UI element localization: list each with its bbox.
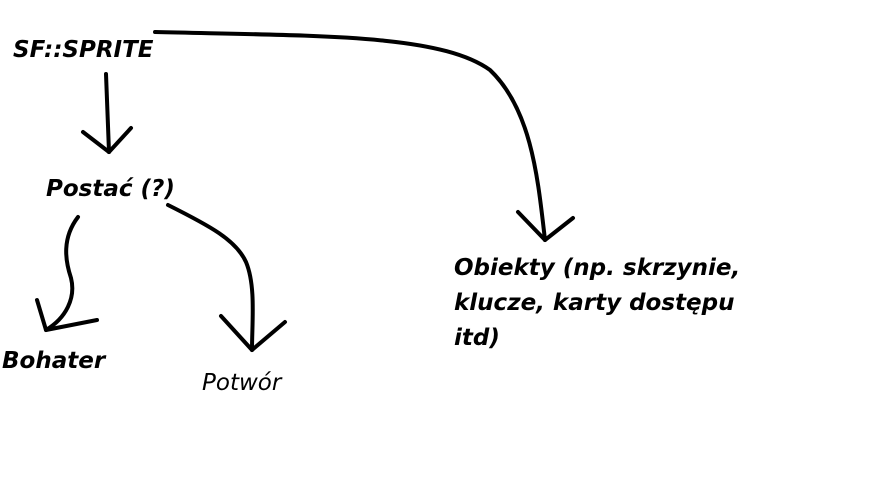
node-obiekty: Obiekty (np. skrzynie, klucze, karty dos… — [454, 251, 740, 356]
arrow-root-to-obiekty-head — [516, 210, 575, 242]
node-obiekty-line-3: itd) — [454, 325, 500, 351]
arrow-root-to-obiekty — [153, 30, 575, 242]
arrow-root-to-postac-head — [81, 126, 133, 154]
arrow-root-to-postac — [81, 72, 133, 154]
arrow-postac-to-potwor-head — [219, 314, 287, 352]
node-sf-sprite: SF::SPRITE — [13, 37, 154, 63]
node-obiekty-line-1: Obiekty (np. skrzynie, — [454, 255, 741, 281]
arrow-postac-to-bohater-line — [44, 215, 80, 332]
node-bohater: Bohater — [2, 348, 106, 374]
arrow-postac-to-potwor — [166, 203, 287, 352]
arrow-postac-to-potwor-line — [166, 203, 255, 352]
node-potwor: Potwór — [202, 370, 282, 396]
arrow-postac-to-bohater — [35, 215, 99, 332]
node-obiekty-line-2: klucze, karty dostępu — [454, 290, 735, 316]
arrow-root-to-obiekty-line — [153, 30, 547, 242]
arrow-root-to-postac-line — [104, 72, 111, 154]
arrow-postac-to-bohater-head — [35, 298, 99, 332]
node-postac: Postać (?) — [46, 176, 175, 202]
